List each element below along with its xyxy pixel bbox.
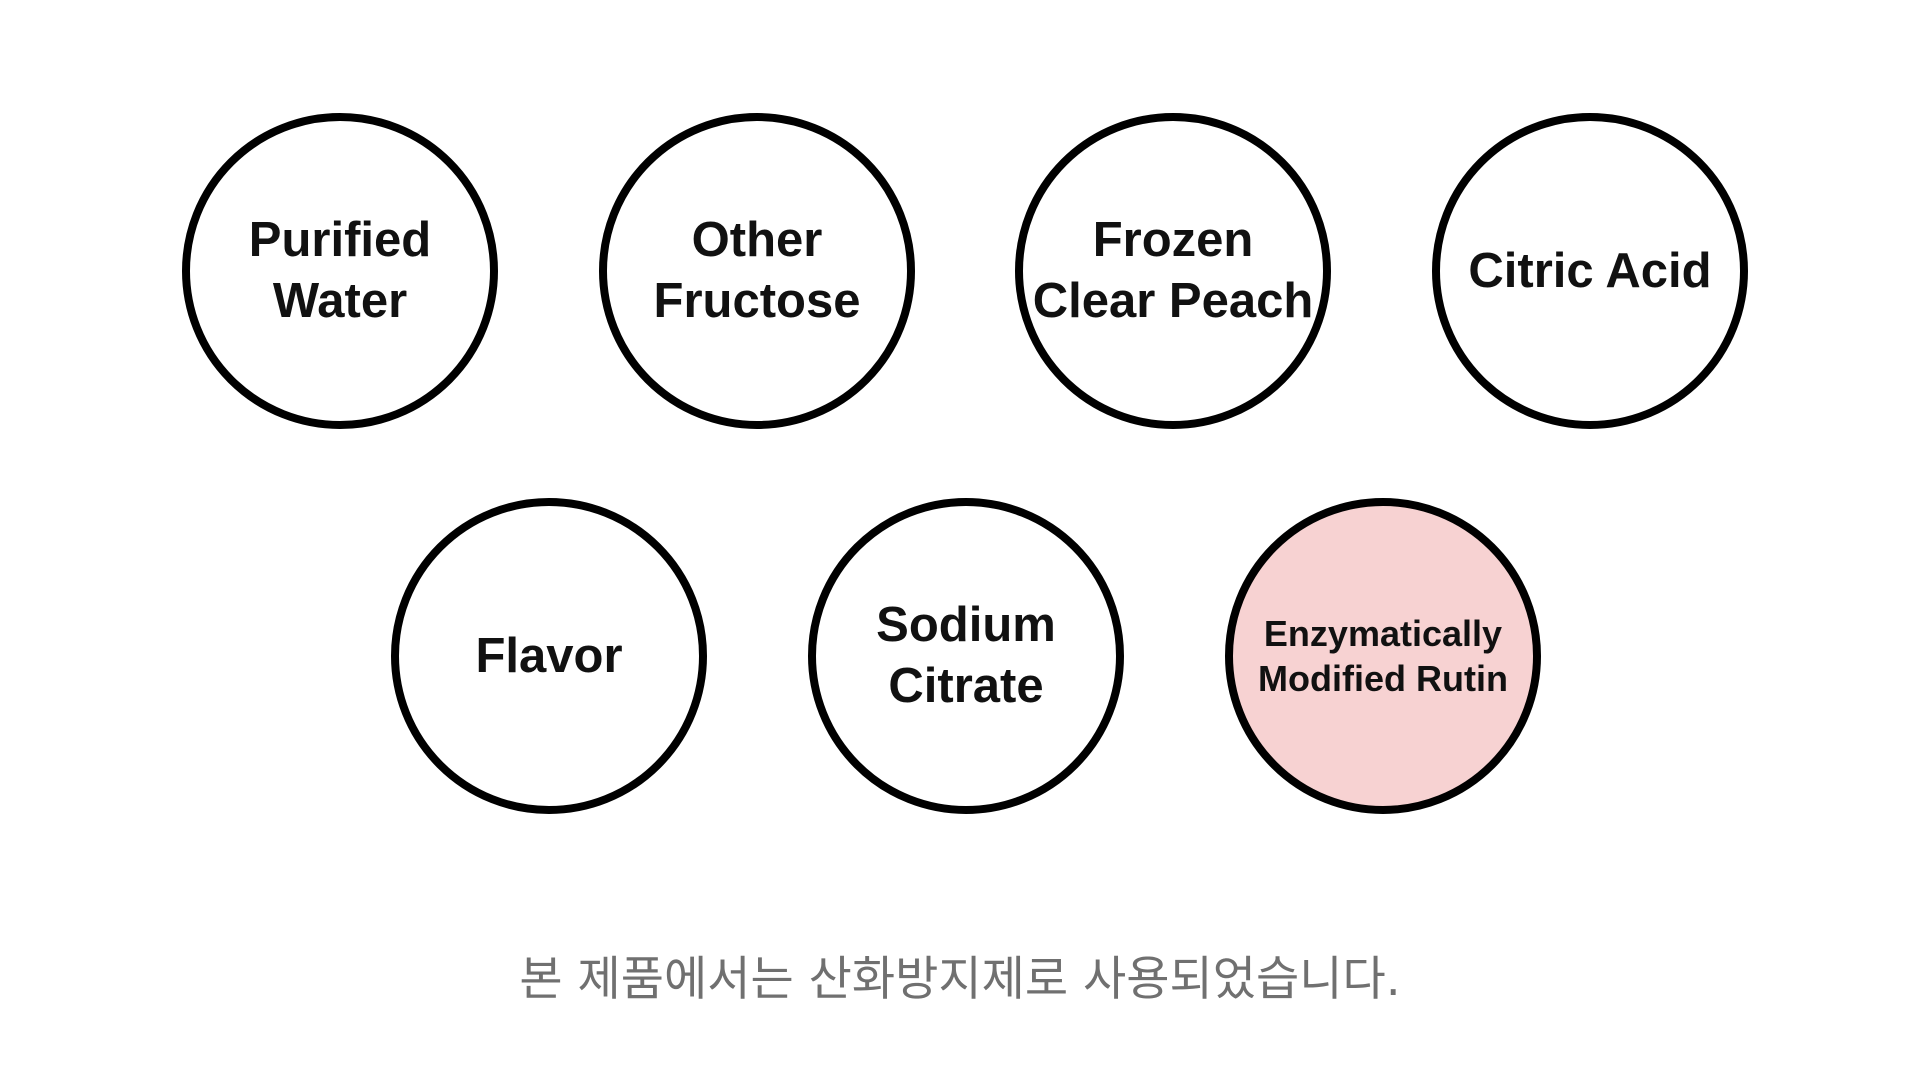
caption-text: 본 제품에서는 산화방지제로 사용되었습니다. bbox=[519, 952, 1401, 1007]
ingredient-label: Citric Acid bbox=[1468, 243, 1712, 298]
ingredient-circle-sodium-citrate: Sodium Citrate bbox=[808, 498, 1124, 814]
ingredient-label: Flavor bbox=[475, 628, 623, 683]
ingredient-label: Purified Water bbox=[248, 213, 432, 328]
ingredient-circle-purified-water: Purified Water bbox=[182, 113, 498, 429]
ingredient-label: Sodium Citrate bbox=[876, 598, 1056, 713]
ingredient-label: Enzymatically Modified Rutin bbox=[1258, 613, 1508, 699]
ingredient-circle-other-fructose: Other Fructose bbox=[599, 113, 915, 429]
ingredient-label: Other Fructose bbox=[653, 213, 861, 328]
ingredient-circle-frozen-clear-peach: Frozen Clear Peach bbox=[1015, 113, 1331, 429]
ingredient-circle-citric-acid: Citric Acid bbox=[1432, 113, 1748, 429]
ingredient-circle-flavor: Flavor bbox=[391, 498, 707, 814]
ingredient-label: Frozen Clear Peach bbox=[1032, 213, 1314, 328]
ingredient-circle-enzymatically-modified-rutin: Enzymatically Modified Rutin bbox=[1225, 498, 1541, 814]
